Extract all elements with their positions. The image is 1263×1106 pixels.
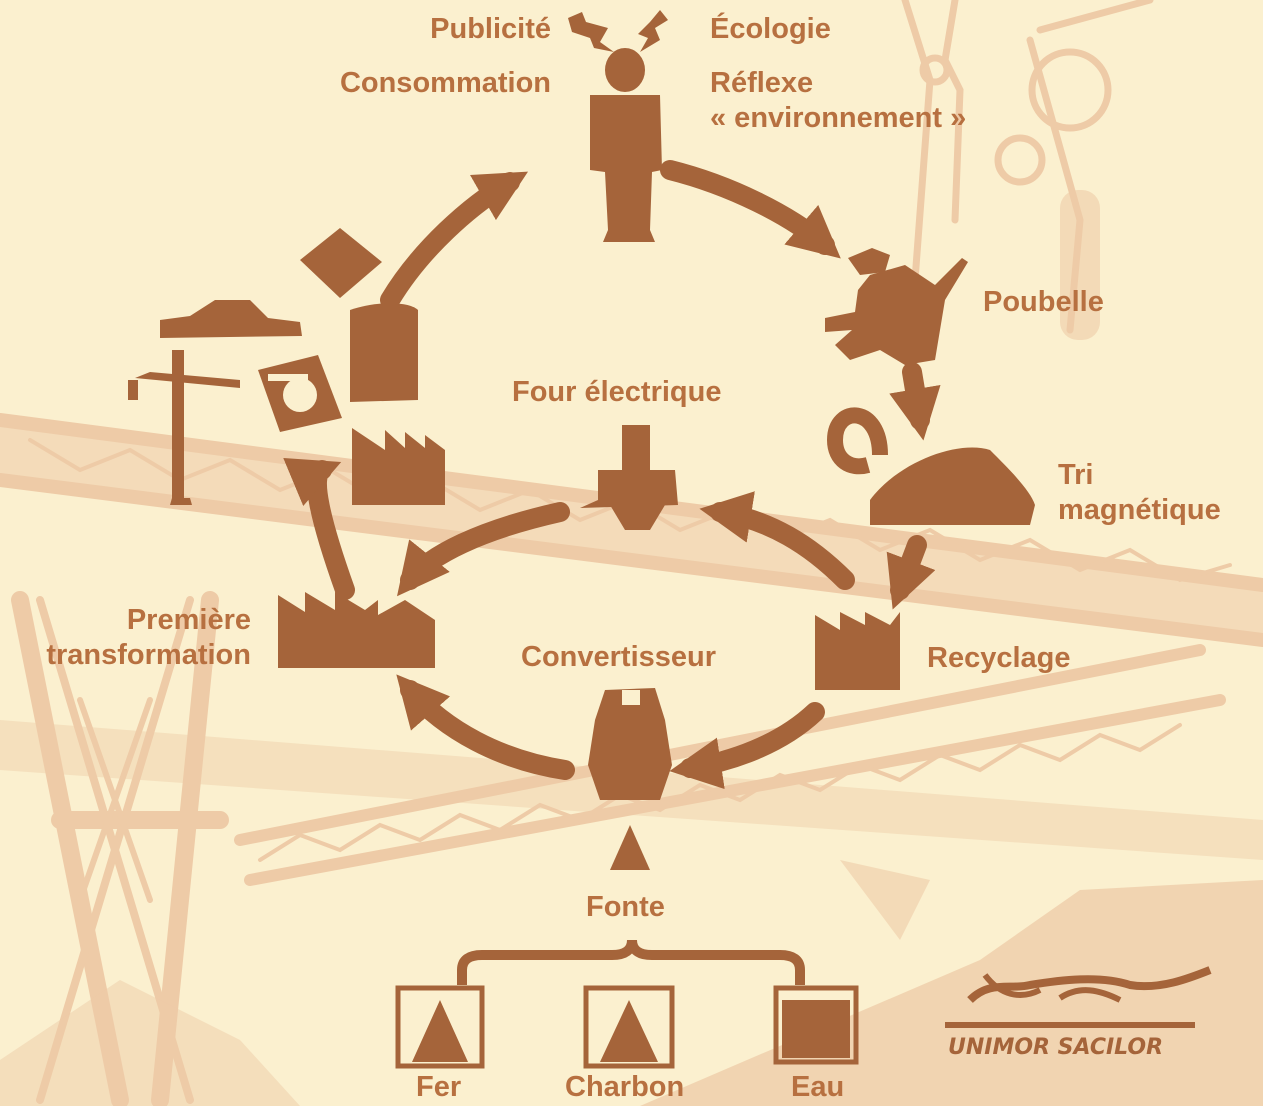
arrow-recycling-to-furnace bbox=[699, 491, 855, 590]
label-tri-line2: magnétique bbox=[1058, 494, 1221, 526]
converter-icon bbox=[588, 688, 672, 800]
steel-can-icon bbox=[350, 303, 418, 402]
label-premiere-line2: transformation bbox=[46, 639, 251, 671]
label-poubelle: Poubelle bbox=[983, 286, 1104, 318]
magnet-icon bbox=[826, 407, 888, 475]
electric-furnace-icon bbox=[580, 425, 678, 530]
cycle-arrows bbox=[283, 160, 941, 790]
logo-brand: UNIMOR SACILOR bbox=[948, 1035, 1163, 1060]
cast-iron-arrow-icon bbox=[610, 825, 650, 870]
label-reflexe-line1: Réflexe bbox=[710, 67, 814, 99]
label-consommation: Consommation bbox=[339, 67, 551, 99]
unimor-sacilor-logo: UNIMOR SACILOR bbox=[945, 966, 1212, 1060]
arrow-to-trash bbox=[660, 160, 841, 259]
inputs bbox=[395, 939, 859, 1069]
label-premiere-line1: Première bbox=[126, 604, 251, 636]
label-tri-line1: Tri bbox=[1058, 459, 1094, 491]
arrow-converter-to-transformation bbox=[396, 674, 575, 780]
first-transformation-factory-icon bbox=[278, 592, 435, 668]
small-factory-icon bbox=[352, 428, 445, 505]
label-four-electrique: Four électrique bbox=[512, 376, 722, 408]
label-reflexe: Réflexe « environnement » bbox=[710, 66, 966, 136]
label-convertisseur: Convertisseur bbox=[521, 641, 717, 673]
label-reflexe-line2: « environnement » bbox=[710, 102, 967, 134]
lightning-icon bbox=[568, 10, 668, 52]
arrow-to-fabrication bbox=[283, 458, 355, 600]
water-icon bbox=[773, 985, 859, 1065]
iron-ore-icon bbox=[395, 985, 485, 1069]
arrow-recycling-to-converter bbox=[669, 702, 825, 790]
crane-icon bbox=[128, 350, 240, 505]
person-icon bbox=[590, 48, 662, 242]
label-fonte: Fonte bbox=[586, 891, 665, 923]
can-icon bbox=[300, 228, 382, 298]
arrow-furnace-to-transformation bbox=[396, 502, 570, 597]
washing-machine-icon bbox=[258, 355, 342, 432]
label-publicite: Publicité bbox=[430, 13, 551, 45]
label-fer: Fer bbox=[416, 1071, 462, 1103]
recycling-factory-icon bbox=[815, 612, 900, 690]
label-ecologie: Écologie bbox=[710, 13, 831, 45]
tools-backdrop bbox=[901, 0, 1154, 340]
label-tri-magnetique: Tri magnétique bbox=[1058, 458, 1221, 528]
arrow-to-recycling bbox=[886, 535, 936, 610]
scrap-pile-icon bbox=[870, 447, 1035, 525]
arrow-to-magnetic-sort bbox=[889, 362, 941, 441]
label-recyclage: Recyclage bbox=[927, 642, 1071, 674]
fonte-brace bbox=[457, 939, 805, 985]
label-premiere-transformation: Première transformation bbox=[46, 603, 251, 673]
trash-bag-icon bbox=[825, 248, 968, 365]
label-eau: Eau bbox=[791, 1071, 845, 1103]
label-charbon: Charbon bbox=[565, 1071, 685, 1103]
coal-icon bbox=[583, 985, 675, 1069]
arrow-to-consumption bbox=[380, 171, 529, 310]
car-icon bbox=[160, 300, 302, 338]
